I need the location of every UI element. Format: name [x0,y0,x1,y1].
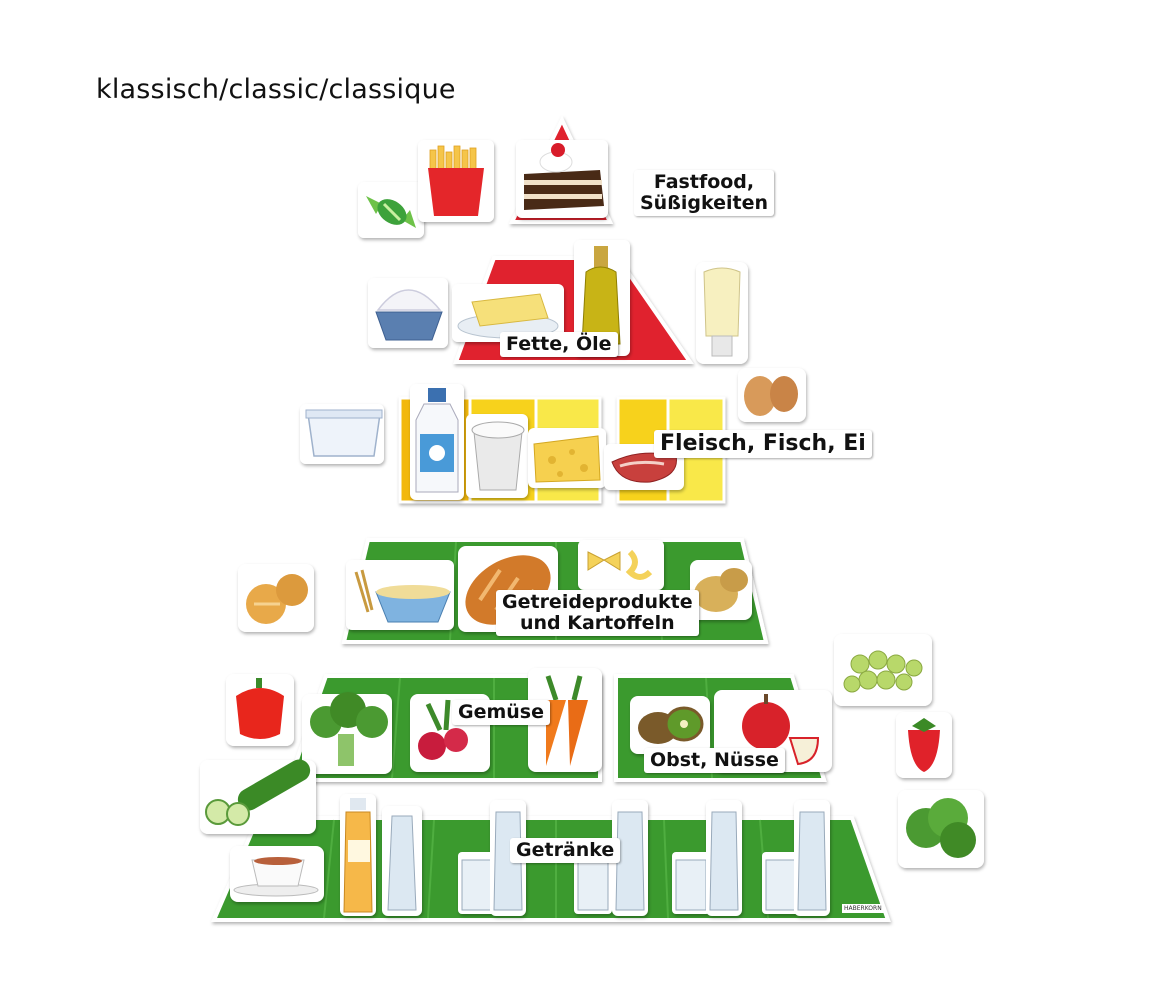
label-line: Süßigkeiten [640,192,769,214]
cheese-icon [528,428,606,488]
potatoes-icon [690,560,752,620]
cake-slice-icon [516,140,608,218]
label-line: und Kartoffeln [519,612,675,634]
label-grains-potatoes: Getreideprodukte und Kartoffeln [496,590,699,636]
label-meat-fish-egg: Fleisch, Fisch, Ei [654,430,872,458]
bread-rolls-icon [238,564,314,632]
page-title: klassisch/classic/classique [96,74,456,105]
tea-cup-icon [230,846,324,902]
strawberry-icon [896,712,952,778]
eggs-icon [738,368,806,422]
label-fats-oils: Fette, Öle [500,332,618,357]
label-vegetables: Gemüse [452,700,551,725]
candy-icon [358,182,424,238]
yogurt-cup-icon [466,414,528,498]
label-line: Getreideprodukte [502,591,693,613]
label-fastfood-sweets: Fastfood, Süßigkeiten [634,170,775,216]
lettuce-icon [898,790,984,868]
kiwi-icon [630,696,710,754]
label-line: Fastfood, [653,171,755,193]
french-fries-icon [418,140,494,222]
grapes-icon [834,634,932,706]
cucumber-icon [200,759,316,834]
cereal-bowl-icon [346,560,454,630]
label-fruit-nuts: Obst, Nüsse [644,748,785,773]
broccoli-icon [302,692,392,774]
water-bottle-icon [382,800,830,916]
mayonnaise-icon [696,262,748,364]
whipped-cream-icon [368,278,448,348]
pasta-icon [578,540,664,590]
yogurt-tub-icon [300,404,384,464]
oil-bottle-icon [574,240,630,356]
bell-pepper-icon [226,674,294,746]
milk-bottle-icon [410,384,464,500]
brand-logo: HABERKORN [842,904,884,913]
label-drinks: Getränke [510,838,621,863]
juice-bottle-icon [340,794,376,916]
carrots-icon [528,668,602,772]
